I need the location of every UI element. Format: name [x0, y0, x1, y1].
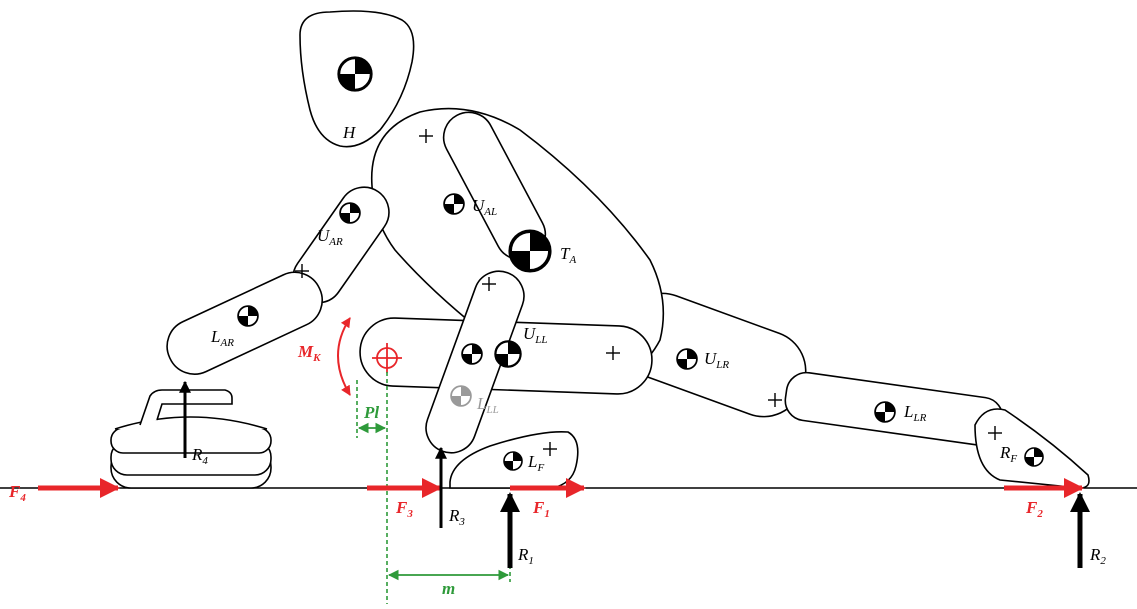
label-upper-leg-right: ULR	[704, 349, 729, 371]
center-of-mass-icon	[461, 343, 483, 365]
label-f3: F3	[395, 498, 413, 520]
center-of-mass-icon	[676, 348, 698, 370]
label-moment-mk: MK	[297, 342, 321, 364]
moment-arc-arrow	[337, 317, 351, 396]
center-of-mass-icon	[874, 401, 896, 423]
label-head: H	[342, 123, 357, 142]
plus-marker-icon	[543, 442, 557, 456]
label-r3: R3	[448, 506, 465, 528]
target-crosshair-icon	[372, 343, 402, 373]
label-upper-arm-right: UAR	[317, 226, 343, 248]
label-r1: R1	[517, 545, 534, 567]
label-lower-arm-right: LAR	[210, 327, 234, 349]
center-of-mass-icon	[494, 340, 522, 368]
label-upper-arm-left: UAL	[472, 196, 497, 218]
label-pl-dimension: Pl	[363, 403, 379, 422]
label-r4: R4	[191, 445, 208, 467]
label-r2: R2	[1089, 545, 1106, 567]
plus-marker-icon	[482, 277, 496, 291]
plus-marker-icon	[419, 129, 433, 143]
label-f2: F2	[1025, 498, 1043, 520]
label-foot-right: RF	[999, 443, 1017, 465]
center-of-mass-icon	[337, 56, 373, 92]
plus-marker-icon	[295, 264, 309, 278]
plus-marker-icon	[988, 426, 1002, 440]
label-f1: F1	[532, 498, 550, 520]
plus-marker-icon	[606, 346, 620, 360]
center-of-mass-icon	[508, 229, 552, 273]
label-f4: F4	[8, 482, 26, 504]
curling-stone-icon	[110, 389, 272, 489]
label-upper-leg-left: ULL	[523, 324, 548, 346]
label-foot-left: LF	[527, 452, 544, 474]
center-of-mass-icon	[339, 202, 361, 224]
plus-marker-icon	[768, 393, 782, 407]
center-of-mass-icon	[237, 305, 259, 327]
label-lower-leg-right: LLR	[903, 402, 927, 424]
center-of-mass-icon	[503, 451, 523, 471]
label-torso: TA	[560, 244, 576, 266]
grey-center-of-mass-icon	[450, 385, 472, 407]
center-of-mass-icon	[443, 193, 465, 215]
center-of-mass-icon	[1024, 447, 1044, 467]
label-lower-leg-left: LLL	[476, 394, 499, 416]
label-m-dimension: m	[442, 579, 455, 598]
